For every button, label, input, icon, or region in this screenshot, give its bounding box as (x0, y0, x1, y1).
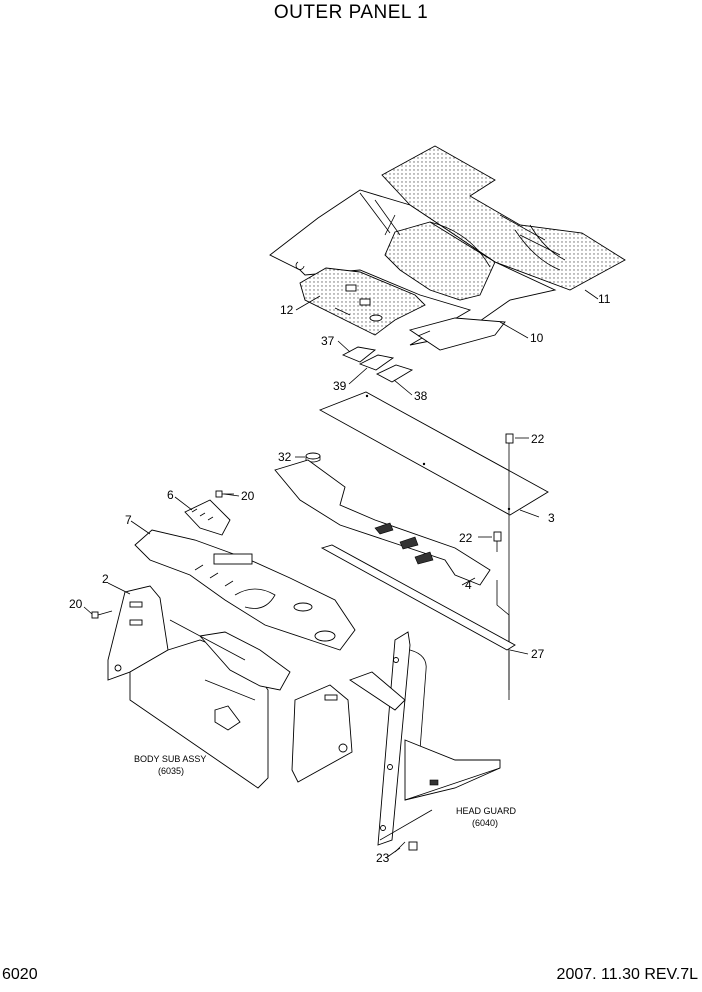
leader-lines (83, 289, 599, 859)
part-12-mat (299, 267, 426, 336)
callout-20-upper: 20 (241, 489, 255, 503)
callout-20-left: 20 (69, 597, 83, 611)
body-sub-assy-code: (6035) (158, 766, 184, 776)
callout-10: 10 (530, 331, 544, 345)
body-sub-assy (129, 619, 353, 789)
callout-3: 3 (548, 511, 555, 525)
part-6-cover (184, 499, 231, 536)
callout-2: 2 (102, 572, 109, 586)
head-guard-code: (6040) (472, 818, 498, 828)
callout-11: 11 (598, 292, 611, 306)
parts-37-38-39-plates (341, 346, 414, 383)
reference-labels: BODY SUB ASSY (6035) HEAD GUARD (6040) (134, 754, 517, 828)
callout-6: 6 (167, 488, 174, 502)
revision-info: 2007. 11.30 REV.7L (556, 966, 698, 983)
callout-37: 37 (321, 334, 335, 348)
callout-4: 4 (465, 578, 472, 592)
callout-7: 7 (125, 513, 132, 527)
part-10-floor-plate (269, 189, 557, 351)
bolt-23 (394, 841, 418, 853)
part-3-top-panel (318, 391, 549, 516)
bolt-20-left (91, 610, 113, 619)
callout-39: 39 (333, 379, 347, 393)
callout-32: 32 (278, 450, 292, 464)
callout-22-lower: 22 (459, 531, 473, 545)
callout-27: 27 (531, 647, 545, 661)
diagram-title: OUTER PANEL 1 (273, 2, 429, 23)
page-number: 6020 (2, 966, 38, 983)
callout-labels: 11 10 12 37 39 38 22 3 32 22 4 27 6 20 7… (69, 292, 611, 865)
part-7-cover (134, 529, 356, 651)
part-27-rail (320, 544, 516, 651)
callout-12: 12 (280, 303, 294, 317)
callout-22-upper: 22 (531, 432, 545, 446)
callout-23: 23 (376, 851, 390, 865)
callout-38: 38 (414, 389, 428, 403)
part-4-bracket (274, 459, 491, 586)
head-guard (349, 631, 501, 846)
body-sub-assy-label: BODY SUB ASSY (134, 754, 206, 764)
part-2-side-panel (107, 585, 169, 681)
head-guard-label: HEAD GUARD (456, 806, 517, 816)
bolt-22-lower (493, 531, 510, 700)
part-32-cap (305, 452, 321, 463)
